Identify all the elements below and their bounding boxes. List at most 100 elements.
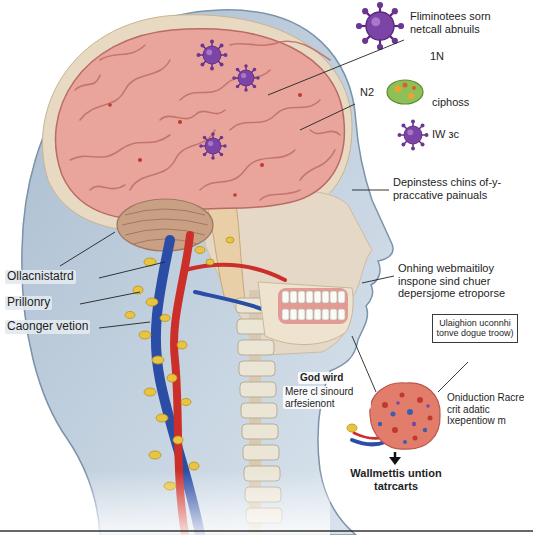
cerebellum — [122, 219, 208, 225]
cell-cluster — [396, 401, 430, 426]
brain — [138, 158, 142, 162]
lymph-nodes — [144, 388, 156, 396]
callout-box: Ulaighion uconnhi tonve dogue troow) — [432, 314, 518, 343]
brain — [300, 150, 335, 180]
marker-label: 1N — [430, 50, 444, 63]
jaw-and-teeth — [330, 291, 337, 303]
brain — [75, 75, 100, 90]
bottom-fade — [0, 530, 533, 532]
brainstem — [205, 200, 245, 300]
jaw-and-teeth — [290, 291, 297, 303]
cell-cluster — [382, 402, 388, 408]
marker-label: N2 — [360, 86, 374, 99]
brain — [90, 185, 125, 190]
jaw-and-teeth — [306, 291, 313, 303]
jaw-and-teeth — [258, 282, 353, 345]
jaw-and-teeth — [282, 309, 289, 320]
callout-label: Fliminotees sorn netcall abnuils — [410, 10, 518, 35]
side-label: Prillonry — [5, 296, 52, 310]
result-label: Wallmettis untion tatrcarts — [340, 467, 452, 492]
brain — [130, 130, 215, 190]
spine — [238, 340, 274, 355]
jaw-and-teeth — [338, 291, 345, 303]
jaw-and-teeth — [314, 309, 321, 320]
green-cell — [408, 93, 414, 99]
arrow — [389, 452, 401, 465]
brain — [80, 60, 170, 120]
brain — [108, 103, 112, 107]
brain — [56, 29, 345, 219]
brain — [100, 45, 145, 60]
leader-lines — [99, 322, 150, 328]
lymph-nodes — [189, 462, 199, 470]
cell-cluster — [370, 383, 440, 449]
cell-cluster — [426, 404, 430, 408]
jaw-and-teeth — [338, 309, 345, 320]
jaw-and-teeth — [322, 291, 329, 303]
brain — [230, 100, 320, 130]
lymph-nodes — [206, 259, 214, 265]
lymph-nodes — [156, 414, 168, 422]
heading-label: God wird — [298, 372, 345, 384]
blood-vessels — [185, 265, 285, 280]
leader-lines — [352, 336, 376, 392]
jaw-and-teeth — [258, 282, 353, 345]
jaw-and-teeth — [306, 309, 313, 320]
brain — [200, 150, 295, 190]
brain — [180, 70, 270, 100]
lymph-nodes — [125, 237, 357, 490]
virus-particles — [398, 120, 429, 151]
spine — [240, 382, 276, 397]
callout-label: Mere cl sinourd arfesienont — [283, 386, 371, 409]
brain — [298, 93, 302, 97]
green-cell — [387, 80, 423, 104]
jaw-and-teeth — [282, 291, 289, 303]
leader-lines — [268, 40, 404, 95]
lymph-nodes — [160, 315, 170, 322]
lymph-nodes — [152, 356, 164, 364]
brain — [233, 193, 237, 197]
lymph-nodes — [226, 237, 234, 243]
box-text: Ulaighion uconnhi tonve dogue troow) — [436, 318, 514, 339]
lymph-nodes — [173, 436, 183, 444]
cerebellum — [122, 209, 208, 244]
head-silhouette — [22, 10, 393, 535]
spine — [241, 403, 277, 418]
lymph-nodes — [177, 341, 187, 349]
leader-lines — [362, 276, 394, 283]
cell-cluster — [403, 440, 407, 444]
jaw-and-teeth — [282, 291, 345, 320]
jaw-and-teeth — [298, 309, 305, 320]
brain — [230, 41, 330, 60]
brainstem — [205, 200, 245, 300]
brain — [178, 120, 182, 124]
virus-particles — [197, 40, 228, 71]
cell-cluster — [370, 383, 440, 449]
brain — [260, 163, 264, 167]
leader-lines — [60, 232, 115, 266]
brain — [70, 41, 340, 200]
spine — [242, 424, 278, 439]
cell-cluster — [382, 393, 433, 441]
brain — [108, 93, 302, 197]
jaw-and-teeth — [290, 309, 297, 320]
bottom-fade — [0, 470, 330, 535]
marker-label: IW зc — [432, 128, 459, 141]
leader-lines — [300, 104, 355, 130]
lymph-nodes — [149, 451, 161, 459]
virus-particles — [199, 132, 227, 160]
brain — [310, 130, 340, 135]
cell-cluster — [413, 436, 418, 441]
face-tissue — [205, 190, 372, 355]
green-cell — [403, 83, 408, 88]
side-label: Ollacnistatrd — [5, 270, 76, 284]
jaw-and-teeth — [314, 291, 321, 303]
brain — [56, 29, 345, 219]
lymph-nodes — [181, 399, 191, 406]
head-silhouette — [22, 10, 393, 535]
lymph-nodes — [146, 298, 158, 306]
cell-cluster — [428, 416, 433, 421]
cell-cluster — [412, 422, 416, 426]
leader-lines — [80, 292, 140, 304]
